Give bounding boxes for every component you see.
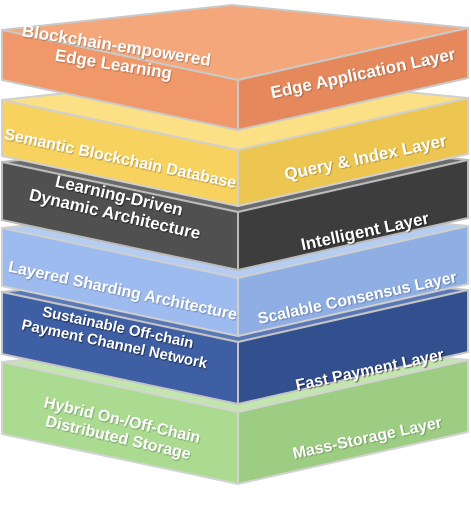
layer-5-right-face <box>237 289 469 405</box>
layer-3-right-face <box>237 159 469 271</box>
layer-1-right-face <box>237 27 469 131</box>
layer-4-right-face <box>237 225 469 337</box>
layer-6-right-face <box>237 359 469 485</box>
layer-2-right-face <box>237 97 469 207</box>
